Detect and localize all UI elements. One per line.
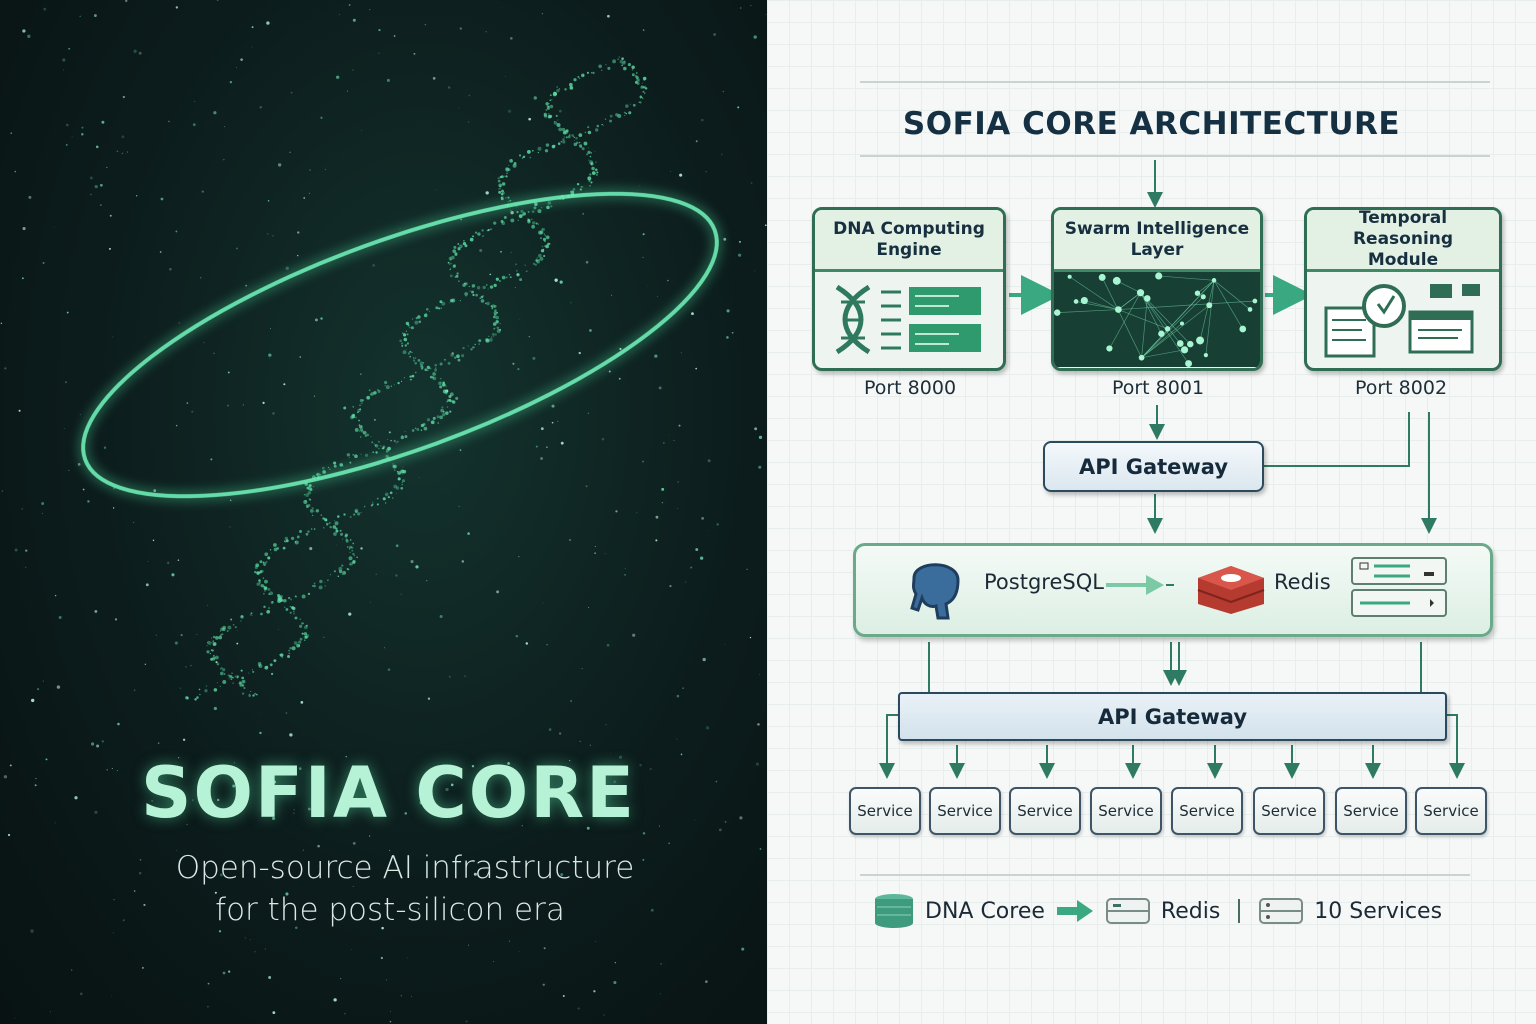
module-title: Swarm Intelligence: [1064, 218, 1250, 239]
architecture-title: SOFIA CORE ARCHITECTURE: [902, 106, 1401, 142]
hero-title: SOFIA CORE: [141, 752, 636, 834]
module-title: Temporal Reasoning: [1352, 208, 1454, 249]
clock-document-icon: [1324, 283, 1480, 357]
api-gateway-top: API Gateway: [1043, 441, 1264, 492]
service-box: Service: [1415, 787, 1487, 835]
footer-dna-label: DNA Coree: [925, 898, 1045, 924]
module-title: DNA Computing: [833, 218, 985, 239]
module-title: Module: [1367, 250, 1439, 270]
divider: [1238, 899, 1241, 923]
dna-icon: [835, 284, 981, 355]
footer-legend: DNA Coree Redis 10 Services: [873, 892, 1442, 930]
hero-subtitle-line1: Open-source AI infrastructure: [175, 850, 635, 886]
server-icon: [1259, 898, 1304, 924]
redis-icon: [1197, 566, 1265, 614]
service-box: Service: [1090, 787, 1162, 835]
service-box: Service: [1253, 787, 1325, 835]
service-box: Service: [849, 787, 921, 835]
api-gateway-bottom: API Gateway: [898, 692, 1447, 741]
starfield-dna-illustration: [0, 0, 767, 1023]
hero-panel: SOFIA CORE Open-source AI infrastructure…: [0, 0, 767, 1024]
redis-label: Redis: [1274, 570, 1331, 594]
hero-subtitle-line2: for the post-silicon era: [215, 892, 565, 928]
port-label: Port 8002: [1354, 377, 1448, 399]
network-graph-icon: [1054, 272, 1258, 367]
port-label: Port 8001: [1111, 377, 1205, 399]
server-icon: [1105, 898, 1150, 924]
port-label: Port 8000: [863, 377, 957, 399]
postgresql-elephant-icon: [910, 563, 960, 620]
server-panel-icon: [1351, 557, 1447, 617]
module-title: Engine: [876, 239, 942, 260]
orbit-ring: [81, 191, 719, 499]
service-box: Service: [929, 787, 1001, 835]
footer-services-label: 10 Services: [1314, 898, 1443, 924]
arrow-icon: [1106, 575, 1174, 595]
service-box: Service: [1171, 787, 1243, 835]
connector-lines: [860, 81, 1490, 876]
arrow-icon: [1056, 900, 1093, 922]
database-icon: [875, 894, 913, 928]
module-title: Layer: [1130, 239, 1184, 260]
service-box: Service: [1009, 787, 1081, 835]
footer-redis-label: Redis: [1160, 898, 1221, 924]
service-box: Service: [1335, 787, 1407, 835]
postgresql-label: PostgreSQL: [984, 570, 1104, 594]
data-layer: PostgreSQL Redis: [853, 543, 1493, 637]
